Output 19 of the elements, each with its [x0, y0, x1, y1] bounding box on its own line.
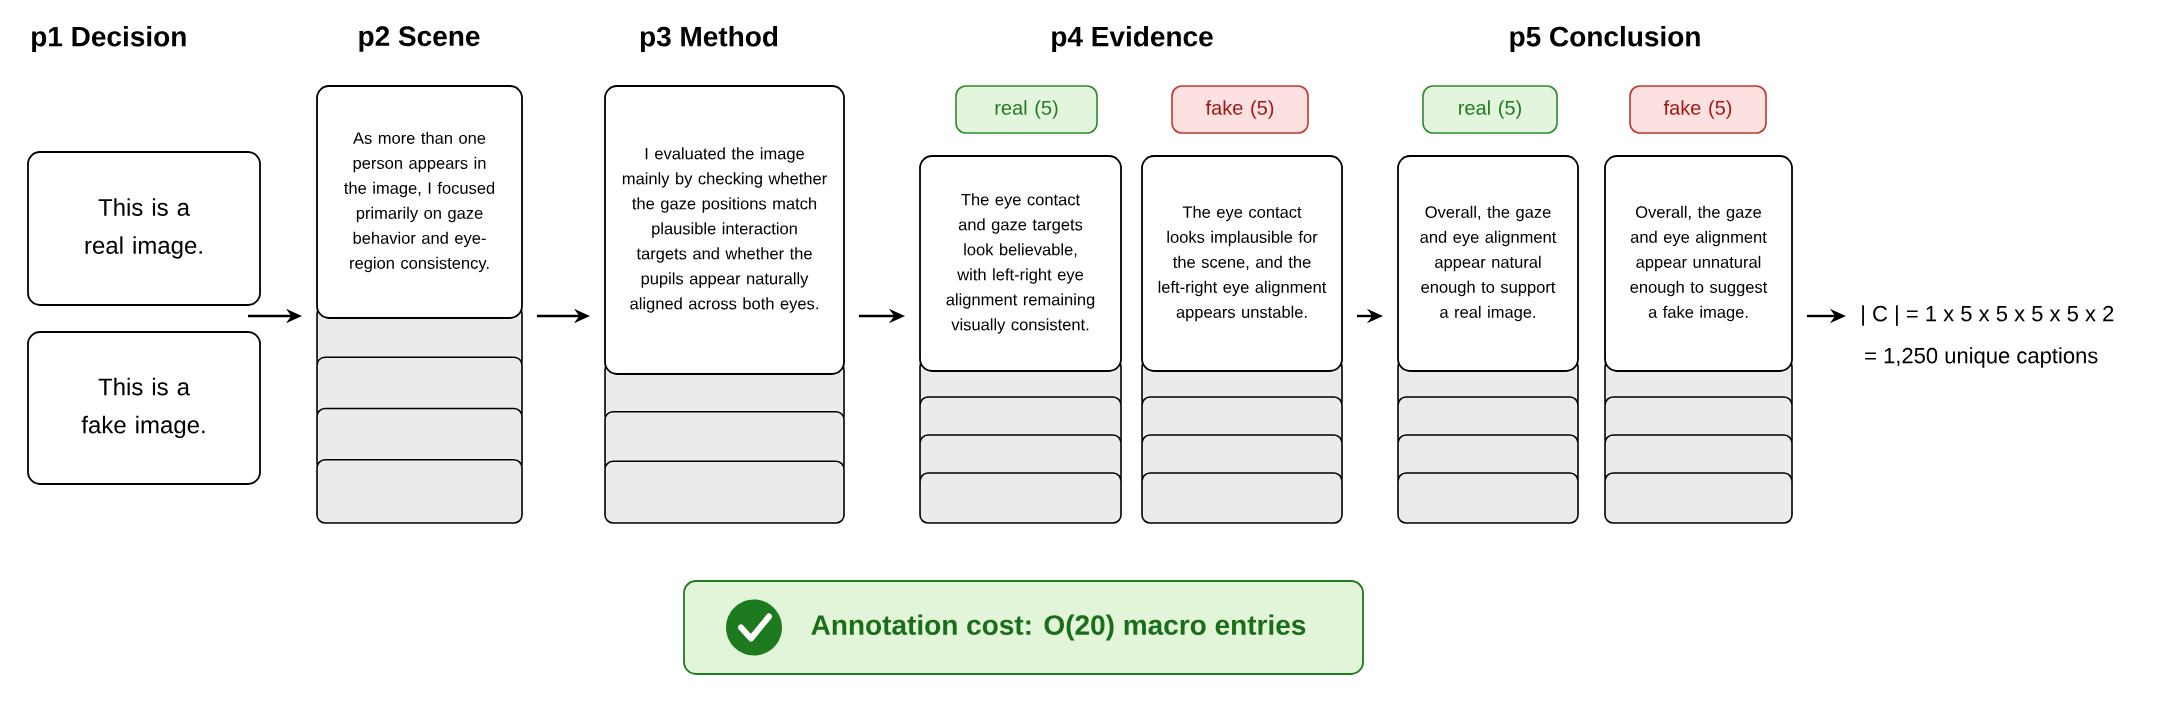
- text-card: The eye contact and gaze targets look believable, with left-right eye alignment remaining visually consistent.: [919, 155, 1122, 372]
- text-card: Overall, the gaze and eye alignment appear natural enough to support a real image.: [1397, 155, 1579, 372]
- label-tag: fake (5): [1171, 85, 1309, 134]
- annotation-banner: Annotation cost: O(20) macro entries: [683, 580, 1364, 675]
- column-heading: p4 Evidence: [1052, 25, 1213, 53]
- decision-box: This is a real image.: [27, 151, 261, 306]
- label-tag: real (5): [955, 85, 1098, 134]
- text-card: As more than one person appears in the image, I focused primarily on gaze behavior and eye-region consistency.: [316, 85, 523, 319]
- label-tag: fake (5): [1629, 85, 1767, 134]
- column-heading: p5 Conclusion: [1510, 25, 1700, 53]
- column-heading: p1 Decision: [32, 25, 186, 53]
- decision-box: This is a fake image.: [27, 331, 261, 485]
- formula-text: | C | = 1 x 5 x 5 x 5 x 5 x 2 = 1,250 unique captions: [1862, 305, 2114, 368]
- column-heading: p3 Method: [640, 25, 778, 53]
- text-card: I evaluated the image mainly by checking whether the gaze positions match plausible interaction targets and whether the pupils appear naturally aligned across both eyes.: [604, 85, 845, 375]
- text-card: The eye contact looks implausible for the scene, and the left-right eye alignment appears unstable.: [1141, 155, 1343, 372]
- column-heading: p2 Scene: [359, 26, 480, 52]
- text-card: Overall, the gaze and eye alignment appear unnatural enough to suggest a fake image.: [1604, 155, 1793, 372]
- label-tag: real (5): [1422, 85, 1558, 134]
